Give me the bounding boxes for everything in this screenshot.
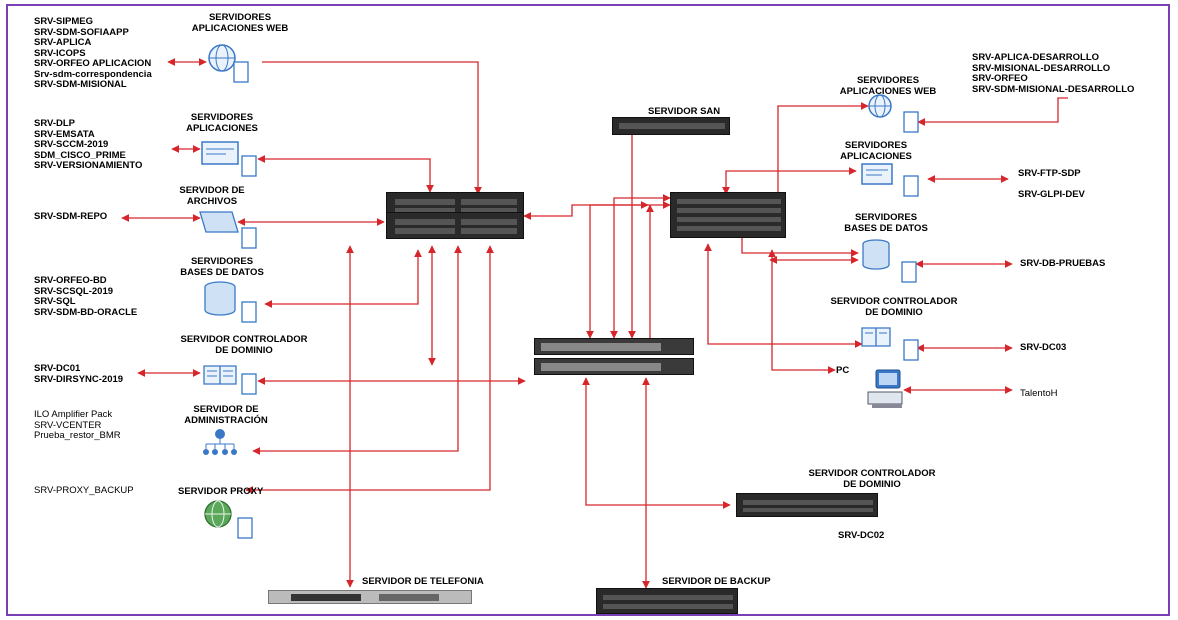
- proxy-server-icon: [200, 496, 262, 540]
- telephony-label: SERVIDOR DE TELEFONIA: [362, 576, 484, 587]
- application-server-icon-right: [860, 160, 922, 200]
- database-server-icon-right: [860, 238, 922, 284]
- globe-server-icon: [204, 40, 264, 84]
- backup-label: SERVIDOR DE BACKUP: [662, 576, 771, 587]
- left-files-hosts: SRV-SDM-REPO: [34, 212, 107, 223]
- core-server-2: [386, 212, 524, 239]
- backup-server: [596, 588, 738, 614]
- file-server-icon: [198, 206, 260, 250]
- san-label: SERVIDOR SAN: [648, 106, 720, 117]
- dev-rack-server: [670, 192, 786, 238]
- network-switch-1: [534, 338, 694, 355]
- domain-controller-icon-right: [858, 324, 920, 362]
- left-proxy-hosts: SRV-PROXY_BACKUP: [34, 486, 134, 497]
- left-proxy-title: SERVIDOR PROXY: [178, 486, 263, 497]
- database-server-icon: [202, 280, 264, 326]
- dc02-server: [736, 493, 878, 517]
- admin-server-icon: [200, 426, 262, 466]
- san-server: [612, 117, 730, 135]
- pc-host: TalentoH: [1020, 388, 1058, 399]
- network-switch-2: [534, 358, 694, 375]
- domain-controller-icon: [200, 360, 262, 398]
- pc-label: PC: [836, 365, 849, 376]
- right-db-hosts: SRV-DB-PRUEBAS: [1020, 259, 1105, 270]
- dc02-host: SRV-DC02: [838, 530, 884, 541]
- application-server-icon: [200, 138, 262, 178]
- telephony-server: [268, 590, 472, 604]
- workstation-icon: [866, 368, 908, 410]
- right-dc-hosts: SRV-DC03: [1020, 343, 1066, 354]
